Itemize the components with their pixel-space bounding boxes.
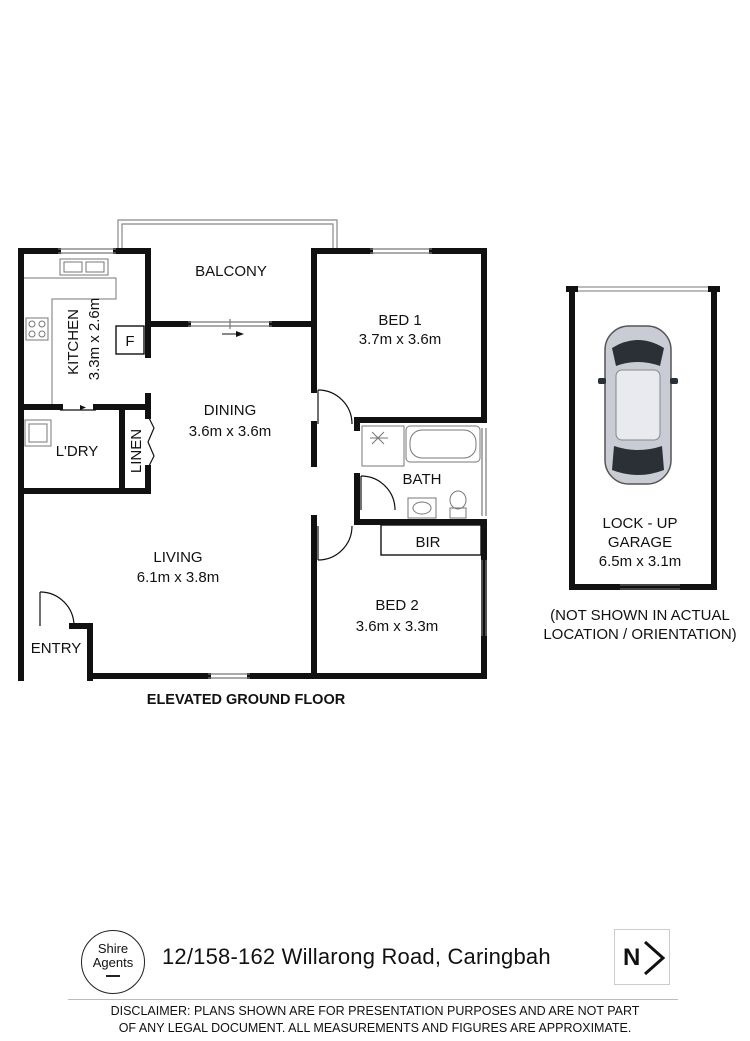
laundry-tub-icon	[24, 419, 52, 447]
linen-label: LINEN	[128, 429, 145, 473]
floor-label: ELEVATED GROUND FLOOR	[147, 692, 346, 708]
laundry-door-arrow	[80, 405, 86, 410]
bath-label: BATH	[403, 471, 442, 488]
garage-note-2: LOCATION / ORIENTATION)	[543, 626, 736, 643]
dining-label: DINING	[204, 402, 257, 419]
laundry-label: L'DRY	[56, 443, 99, 460]
doors	[39, 389, 396, 627]
kitchen-label: KITCHEN	[65, 309, 82, 375]
bed2-label: BED 2	[375, 597, 418, 614]
bath-fixtures	[361, 425, 482, 556]
disclaimer: DISCLAIMER: PLANS SHOWN ARE FOR PRESENTA…	[0, 1003, 750, 1037]
sink-icon	[59, 258, 109, 276]
garage-label-1: LOCK - UP	[602, 515, 677, 532]
property-address: 12/158-162 Willarong Road, Caringbah	[162, 944, 551, 969]
footer-divider	[68, 999, 678, 1000]
balcony-outline	[117, 219, 338, 248]
logo-line-2: Agents	[92, 955, 134, 970]
disclaimer-line-1: DISCLAIMER: PLANS SHOWN ARE FOR PRESENTA…	[110, 1004, 640, 1018]
toilet-icon	[449, 490, 467, 510]
north-arrow-icon: N	[614, 929, 670, 985]
entry-label: ENTRY	[31, 640, 82, 657]
garage-label-2: GARAGE	[608, 534, 672, 551]
garage-dims: 6.5m x 3.1m	[599, 553, 682, 570]
disclaimer-line-2: OF ANY LEGAL DOCUMENT. ALL MEASUREMENTS …	[118, 1021, 632, 1035]
logo-bar	[106, 975, 120, 977]
bir-label: BIR	[415, 534, 440, 551]
fridge-box	[115, 325, 145, 355]
bed1-label: BED 1	[378, 312, 421, 329]
windows	[58, 248, 487, 679]
agency-logo: Shire Agents	[81, 930, 145, 994]
kitchen-dims: 3.3m x 2.6m	[86, 298, 103, 381]
garage-note-1: (NOT SHOWN IN ACTUAL	[550, 607, 730, 624]
garage	[566, 286, 720, 590]
walls	[18, 248, 487, 681]
compass-arrow-icon	[644, 940, 666, 976]
fridge-label: F	[125, 333, 134, 350]
bathtub-icon	[405, 425, 481, 463]
bed1-dims: 3.7m x 3.6m	[359, 331, 442, 348]
living-dims: 6.1m x 3.8m	[137, 569, 220, 586]
balcony-label: BALCONY	[195, 263, 267, 280]
kitchen-fixtures	[24, 258, 145, 447]
room-labels: BALCONY BED 1 3.7m x 3.6m DINING 3.6m x …	[31, 263, 737, 708]
shower-icon	[361, 425, 405, 467]
dining-dims: 3.6m x 3.6m	[189, 423, 272, 440]
north-letter: N	[623, 944, 641, 971]
bir-box	[380, 524, 482, 556]
basin-icon	[407, 497, 437, 519]
logo-line-1: Shire	[97, 941, 129, 956]
sliding-door-arrow	[236, 331, 244, 337]
bed2-dims: 3.6m x 3.3m	[356, 618, 439, 635]
stove-icon	[25, 317, 49, 341]
car-icon	[598, 325, 678, 485]
living-label: LIVING	[153, 549, 202, 566]
